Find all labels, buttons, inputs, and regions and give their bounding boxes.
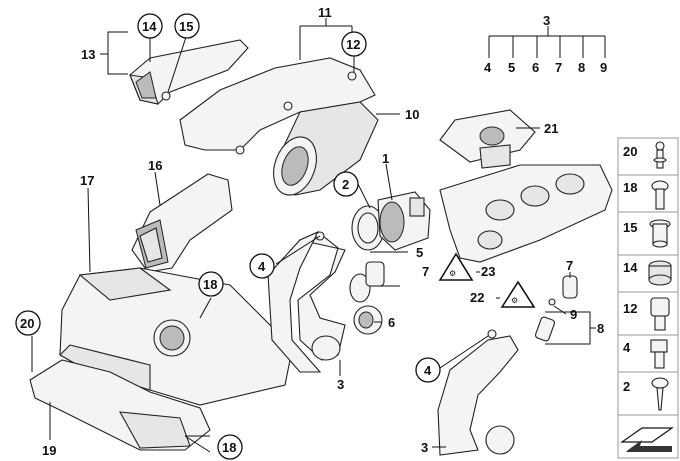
callout-circle-14 bbox=[137, 13, 163, 39]
sidebar-label-18: 18 bbox=[623, 180, 637, 195]
callout-12: 12 bbox=[346, 37, 360, 52]
callout-22: 22 bbox=[470, 290, 484, 305]
callout-5: 5 bbox=[416, 245, 423, 260]
leader-lines bbox=[31, 18, 606, 453]
callout-4-left: 4 bbox=[258, 259, 266, 274]
callout-19: 19 bbox=[42, 443, 56, 458]
sidebar-label-12: 12 bbox=[623, 301, 637, 316]
callout-3-right: 3 bbox=[421, 440, 428, 455]
fastener-14-icon bbox=[648, 260, 672, 286]
fastener-sidebar: 20 18 15 14 12 4 2 bbox=[617, 137, 679, 459]
callout-group-7: 7 bbox=[555, 60, 562, 75]
part-air-mass-meter bbox=[351, 191, 431, 251]
sidebar-label-4: 4 bbox=[623, 340, 631, 355]
fastener-15-icon bbox=[649, 219, 671, 248]
callout-9: 9 bbox=[570, 307, 577, 322]
part-valve-set bbox=[534, 275, 578, 342]
sidebar-cell-18 bbox=[617, 174, 679, 213]
fastener-18-icon bbox=[651, 180, 669, 210]
callout-circle-2 bbox=[333, 171, 359, 197]
warning-triangle-22: ⚙ bbox=[500, 280, 536, 308]
callout-1: 1 bbox=[382, 151, 389, 166]
part-lower-intake bbox=[29, 359, 211, 451]
sidebar-label-14: 14 bbox=[623, 260, 638, 275]
fastener-4-icon bbox=[650, 339, 668, 369]
callout-circle-4-left bbox=[249, 253, 275, 279]
part-intake-pipe-right bbox=[437, 329, 519, 456]
callout-labels: 13 14 15 11 12 10 3 4 5 6 7 8 9 21 16 17… bbox=[15, 5, 607, 460]
callout-circle-12 bbox=[341, 31, 367, 57]
callout-circle-20-left bbox=[15, 310, 41, 336]
callout-3-top: 3 bbox=[543, 13, 550, 28]
callout-group-6: 6 bbox=[532, 60, 539, 75]
callout-21: 21 bbox=[544, 121, 558, 136]
callout-6: 6 bbox=[388, 315, 395, 330]
callout-group-5: 5 bbox=[508, 60, 515, 75]
part-intake-hose bbox=[131, 173, 233, 273]
callout-3-left: 3 bbox=[337, 377, 344, 392]
callout-group-8: 8 bbox=[578, 60, 585, 75]
callout-circle-15 bbox=[174, 13, 200, 39]
callout-circle-18-top bbox=[198, 271, 224, 297]
callout-2: 2 bbox=[342, 177, 349, 192]
part-air-intake-duct bbox=[179, 57, 379, 196]
callout-group-9: 9 bbox=[600, 60, 607, 75]
fastener-12-icon bbox=[650, 297, 670, 331]
callout-7-right: 7 bbox=[566, 258, 573, 273]
svg-text:⚙: ⚙ bbox=[449, 269, 456, 278]
arrow-icon bbox=[620, 427, 674, 452]
callout-16: 16 bbox=[148, 158, 162, 173]
sidebar-cell-15 bbox=[617, 211, 679, 256]
callout-8: 8 bbox=[597, 321, 604, 336]
sidebar-label-2: 2 bbox=[623, 379, 630, 394]
svg-text:⚙: ⚙ bbox=[511, 296, 518, 305]
callout-20-left: 20 bbox=[20, 316, 34, 331]
callout-circle-4-right bbox=[415, 357, 441, 383]
callout-23: 23 bbox=[481, 264, 495, 279]
callout-13: 13 bbox=[81, 47, 95, 62]
callout-7-left: 7 bbox=[422, 264, 429, 279]
sidebar-cell-2 bbox=[617, 371, 679, 416]
callout-18-top: 18 bbox=[203, 277, 217, 292]
callout-18-bottom: 18 bbox=[222, 440, 236, 455]
part-cylinder-head-cover bbox=[439, 164, 613, 263]
callout-circle-18-bottom bbox=[217, 434, 243, 460]
fastener-20-icon bbox=[653, 141, 667, 169]
warning-triangle-23: ⚙ bbox=[438, 252, 474, 281]
part-intake-pipe-left bbox=[267, 230, 385, 373]
callout-11: 11 bbox=[318, 5, 332, 20]
fastener-2-icon bbox=[651, 377, 669, 411]
sidebar-label-20: 20 bbox=[623, 144, 637, 159]
callout-4-right: 4 bbox=[424, 363, 432, 378]
part-intake-snorkel bbox=[129, 39, 249, 105]
callout-17: 17 bbox=[80, 173, 94, 188]
part-air-filter-housing bbox=[59, 267, 291, 406]
part-bracket bbox=[439, 109, 536, 169]
callout-15: 15 bbox=[179, 19, 193, 34]
callout-group-4: 4 bbox=[484, 60, 492, 75]
callout-14: 14 bbox=[142, 19, 157, 34]
callout-10: 10 bbox=[405, 107, 419, 122]
sidebar-label-15: 15 bbox=[623, 220, 637, 235]
